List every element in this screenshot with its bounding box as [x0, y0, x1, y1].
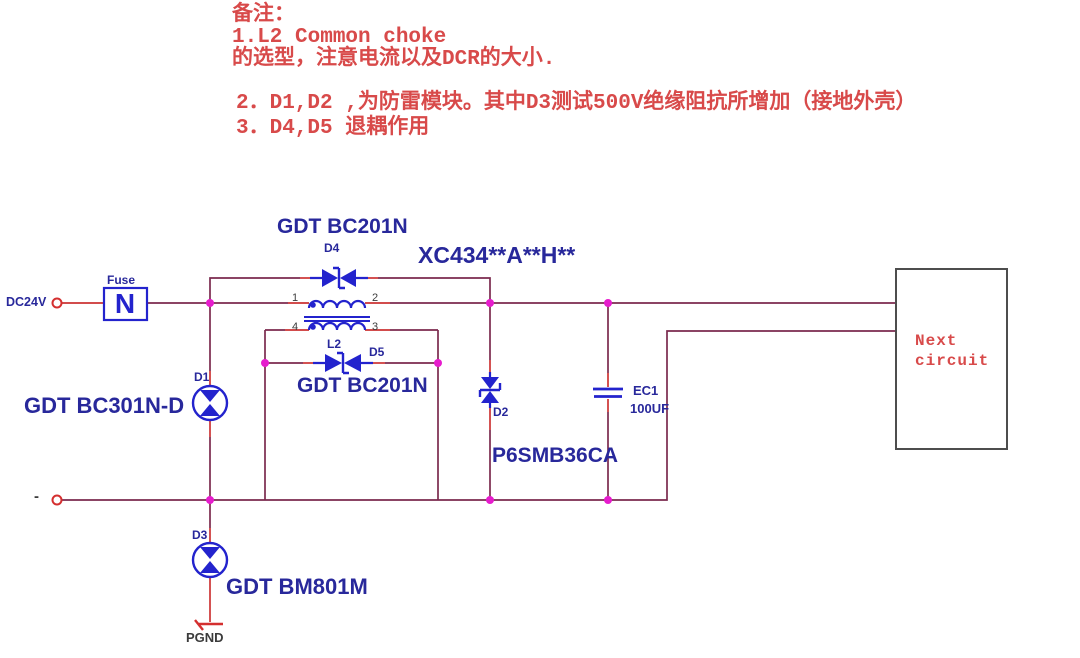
value-ec1: 100UF	[630, 401, 670, 416]
notes-title: 备注：	[232, 4, 295, 27]
part-tvs-d2: P6SMB36CA	[492, 444, 619, 467]
capacitor-ec1-symbol	[593, 387, 623, 398]
label-pgnd: PGND	[186, 630, 224, 645]
ref-l2: L2	[327, 337, 342, 351]
ref-d1: D1	[194, 370, 210, 384]
label-dc24v: DC24V	[6, 295, 47, 309]
note-line-1: 1.L2 Common choke	[232, 26, 447, 49]
choke-pin-1: 1	[292, 292, 299, 304]
choke-pin-4: 4	[292, 321, 299, 333]
next-circuit-box: Next circuit	[895, 268, 1008, 450]
next-circuit-text-1: Next	[915, 332, 958, 350]
choke-pin-2: 2	[372, 292, 379, 304]
wires	[62, 277, 895, 528]
label-fuse: Fuse	[107, 273, 136, 287]
pgnd-symbol	[194, 619, 223, 631]
tvs-d5-symbol	[313, 351, 373, 375]
choke-l2-symbol	[304, 299, 370, 331]
ref-d2: D2	[493, 405, 509, 419]
next-circuit-text-2: circuit	[915, 352, 990, 370]
ref-d5: D5	[369, 345, 385, 359]
part-gdt-d3: GDT BM801M	[226, 574, 368, 599]
choke-pin-3: 3	[372, 321, 379, 333]
ref-ec1: EC1	[633, 383, 659, 398]
positive-terminal	[51, 297, 63, 309]
part-gdt-d4: GDT BC201N	[277, 215, 408, 238]
svg-text:N: N	[115, 288, 135, 319]
gdt-d1-symbol	[191, 384, 229, 422]
fuse-symbol: N	[102, 286, 149, 322]
note-line-3: 2．D1,D2 ,为防雷模块。其中D3测试500V绝缘阻抗所增加（接地外壳）	[236, 92, 917, 115]
gdt-d3-symbol	[191, 541, 229, 579]
note-line-4: 3．D4,D5 退耦作用	[236, 117, 430, 140]
note-line-2: 的选型，注意电流以及DCR的大小.	[232, 48, 556, 71]
tvs-d4-symbol	[310, 266, 368, 290]
part-gdt-d5: GDT BC201N	[297, 374, 428, 397]
pin-leads	[62, 277, 609, 622]
part-gdt-d1: GDT BC301N-D	[24, 393, 185, 418]
negative-terminal	[51, 494, 63, 506]
part-module: XC434**A**H**	[418, 242, 576, 268]
ref-d3: D3	[192, 528, 208, 542]
tvs-d2-symbol	[478, 372, 502, 408]
label-negative: -	[34, 488, 39, 505]
junction-dots	[206, 299, 612, 504]
ref-d4: D4	[324, 241, 340, 255]
